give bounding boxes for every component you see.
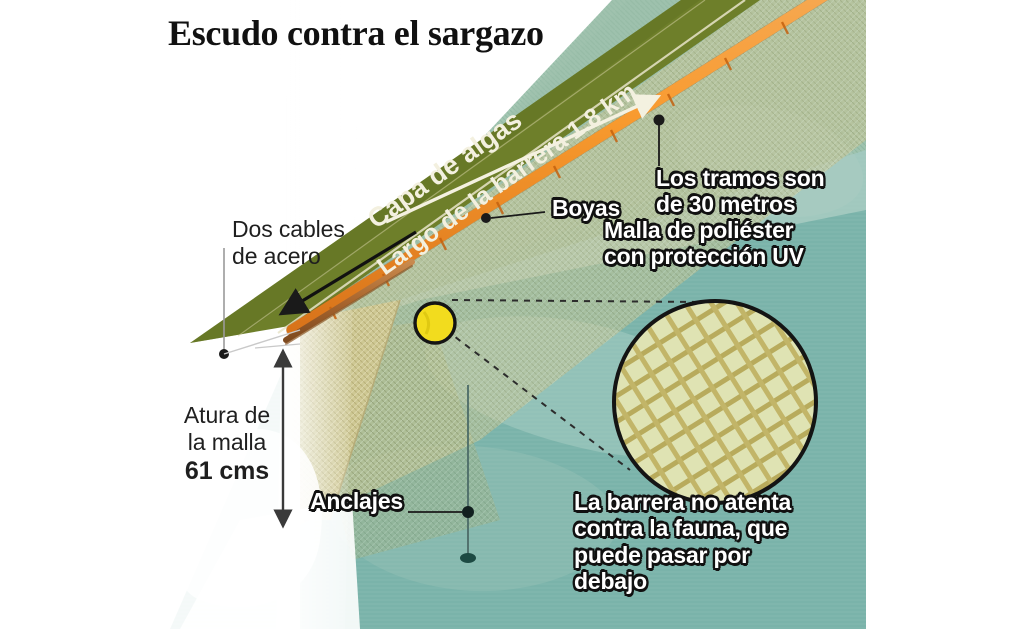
callout-buoys: Boyas <box>552 195 621 221</box>
floating-barrier-tube <box>286 0 829 336</box>
callout-mesh-material: Malla de poliéster con protección UV <box>604 217 804 269</box>
anchors-leader <box>408 385 476 563</box>
buoys-leader <box>481 211 546 223</box>
callout-mesh-height-label: Atura de la malla <box>183 402 271 455</box>
anchor-point-icon <box>462 506 474 518</box>
steel-cables <box>283 259 415 345</box>
sections-leader <box>653 114 665 166</box>
callout-mesh-height-value: 61 cms <box>184 457 270 485</box>
steel-cables-leader <box>219 230 417 359</box>
callout-sections: Los tramos son de 30 metros <box>656 165 825 217</box>
mesh-height-arrow <box>254 343 301 529</box>
callout-fauna: La barrera no atenta contra la fauna, qu… <box>574 489 792 595</box>
algae-band <box>190 0 760 343</box>
callout-steel-cables: Dos cables de acero <box>232 216 345 269</box>
magnifier-source-circle-icon <box>413 301 457 345</box>
mesh-detail-circle-icon <box>612 299 818 505</box>
callout-anchors: Anclajes <box>310 488 404 514</box>
barrier-length-arrow <box>385 94 662 224</box>
magnifier-link <box>413 299 701 471</box>
page-title: Escudo contra el sargazo <box>168 13 544 53</box>
buoy-point-icon <box>481 213 491 223</box>
